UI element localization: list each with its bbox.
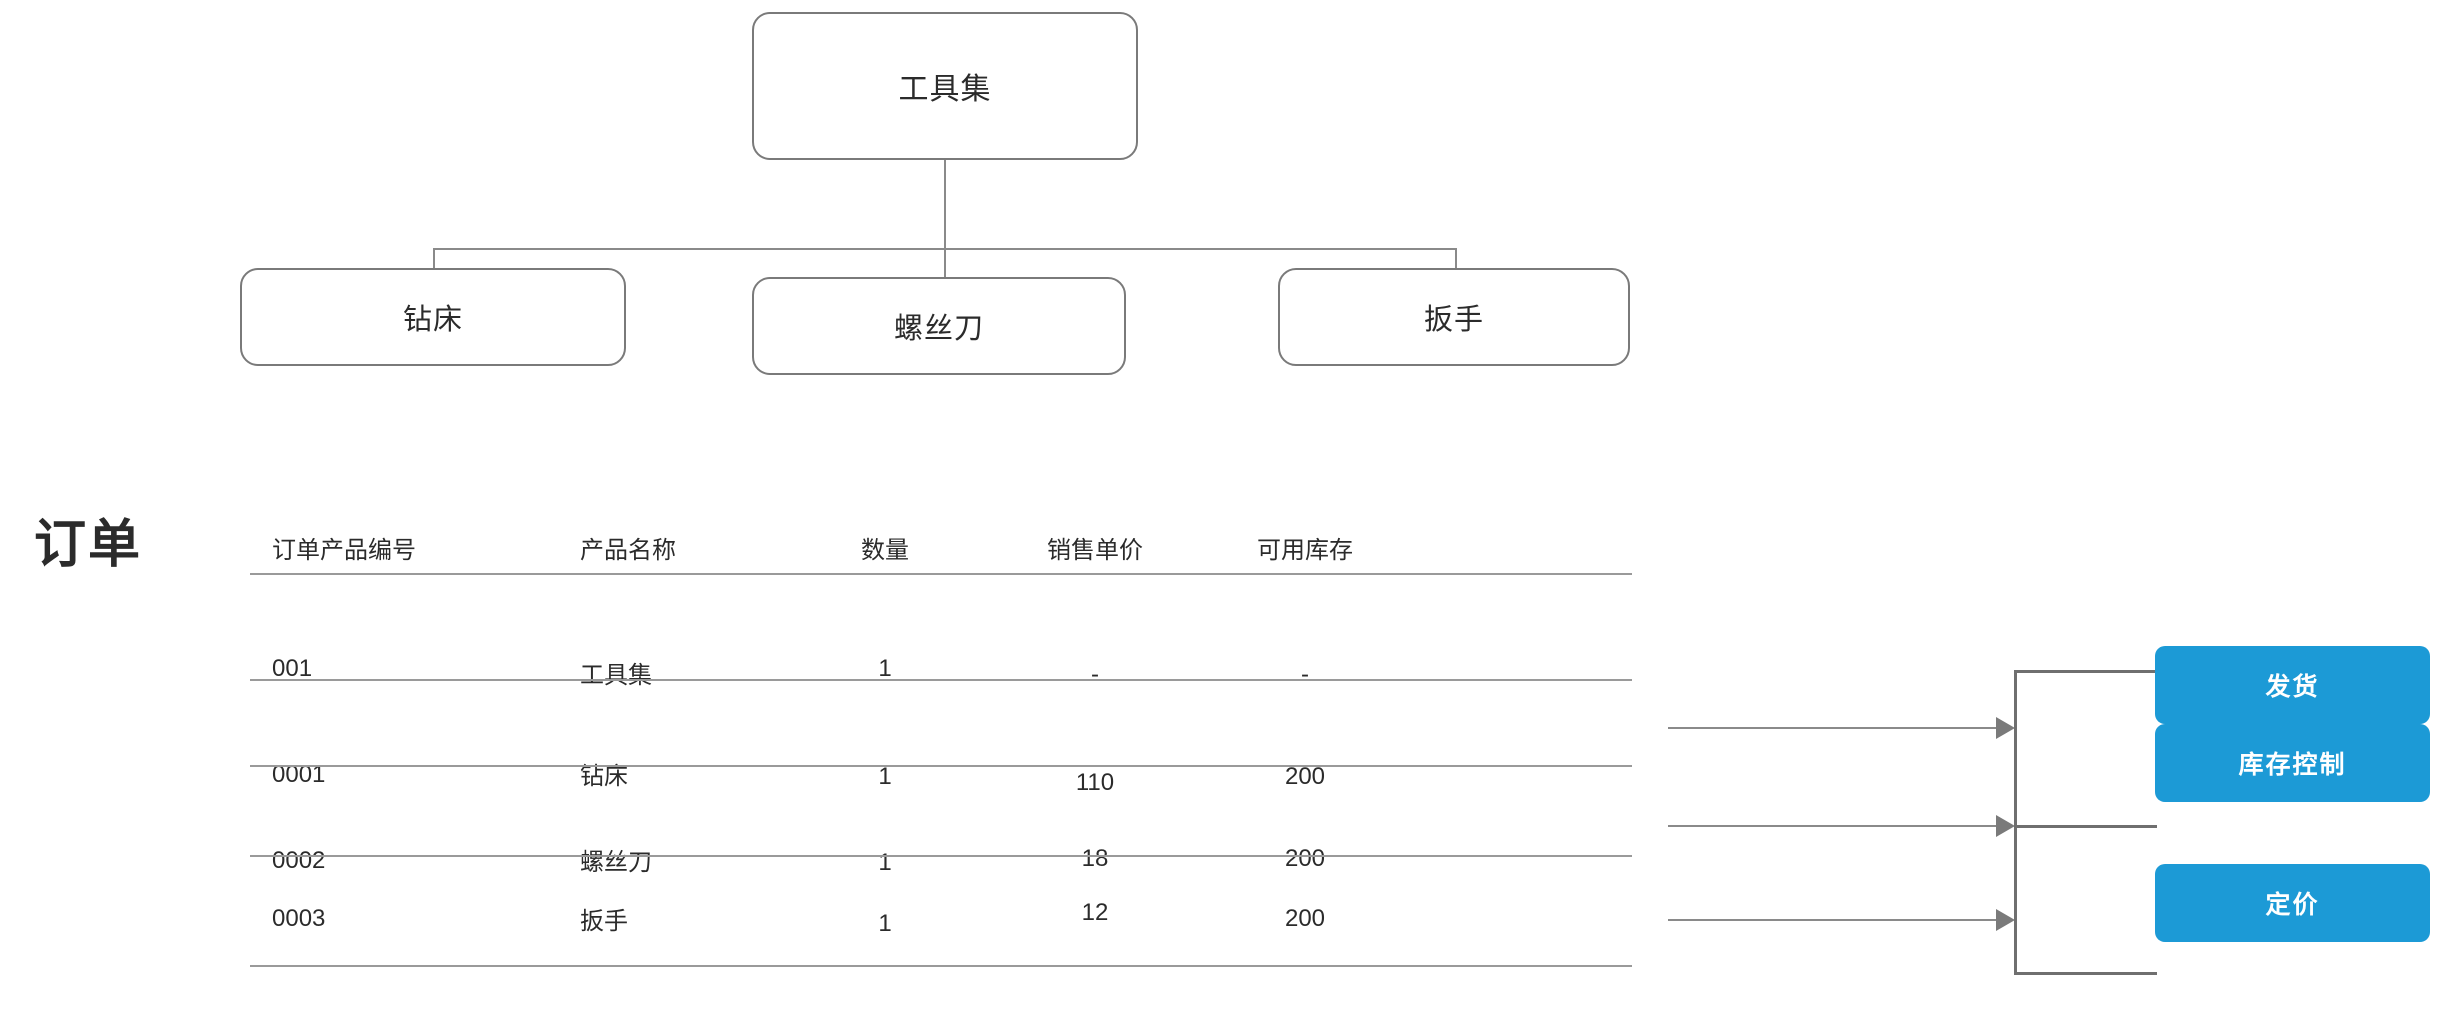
- cell-product-name: 扳手: [580, 908, 628, 935]
- flow-arrow-inventory-line: [1668, 825, 1998, 827]
- tree-connector-branch-right: [1455, 248, 1457, 270]
- cell-product-code: 001: [272, 655, 313, 682]
- tree-node-wrench[interactable]: 扳手: [1278, 268, 1630, 366]
- table-rule: [250, 765, 1632, 767]
- action-button-shipping-label: 发货: [2265, 673, 2320, 701]
- tree-node-drill-press[interactable]: 钻床: [240, 268, 626, 366]
- cell-quantity: 1: [878, 655, 892, 682]
- cell-unit-price: 12: [1081, 899, 1109, 926]
- flow-arrow-inventory-head: [1996, 815, 2015, 837]
- flow-arrow-shipping-head: [1996, 717, 2015, 739]
- table-rule: [250, 573, 1632, 575]
- table-header-row: 订单产品编号 产品名称 数量 销售单价 可用库存: [250, 510, 1632, 573]
- cell-product-name: 工具集: [580, 662, 652, 689]
- tree-connector-trunk: [944, 160, 946, 250]
- tree-node-drill-press-label: 钻床: [402, 304, 463, 336]
- action-button-pricing[interactable]: 定价: [2155, 864, 2430, 942]
- bracket-arm-shipping: [2014, 670, 2157, 673]
- flow-arrow-pricing-head: [1996, 909, 2015, 931]
- table-rule: [250, 679, 1632, 681]
- cell-unit-price: 18: [1081, 845, 1109, 872]
- bracket-spine: [2014, 670, 2017, 975]
- cell-available-stock: 200: [1284, 763, 1326, 790]
- flow-arrow-pricing-line: [1668, 919, 1998, 921]
- cell-product-name: 螺丝刀: [580, 849, 652, 876]
- action-button-inventory-control-label: 库存控制: [2238, 751, 2347, 779]
- column-header-unit-price: 销售单价: [1047, 537, 1143, 564]
- cell-quantity: 1: [878, 849, 892, 876]
- cell-unit-price: 110: [1075, 769, 1115, 796]
- column-header-product-name: 产品名称: [580, 537, 676, 564]
- action-button-inventory-control[interactable]: 库存控制: [2155, 724, 2430, 802]
- flow-arrow-shipping-line: [1668, 727, 1998, 729]
- column-header-available-stock: 可用库存: [1257, 537, 1353, 564]
- action-button-pricing-label: 定价: [2265, 891, 2320, 919]
- cell-unit-price: -: [1091, 661, 1099, 688]
- tree-node-screwdriver[interactable]: 螺丝刀: [752, 277, 1126, 375]
- action-button-shipping[interactable]: 发货: [2155, 646, 2430, 724]
- tree-node-screwdriver-label: 螺丝刀: [893, 313, 984, 345]
- cell-available-stock: 200: [1284, 845, 1326, 872]
- bracket-arm-pricing: [2014, 972, 2157, 975]
- table-rule: [250, 855, 1632, 857]
- table-rule: [250, 965, 1632, 967]
- tree-node-wrench-label: 扳手: [1423, 304, 1484, 336]
- bracket-arm-inventory: [2014, 825, 2157, 828]
- cell-available-stock: -: [1301, 661, 1309, 688]
- tree-node-root-label: 工具集: [898, 73, 992, 106]
- cell-product-code: 0003: [272, 905, 326, 932]
- order-table: 订单产品编号 产品名称 数量 销售单价 可用库存 001 工具集 1 - - 0…: [250, 510, 1632, 967]
- column-header-quantity: 数量: [861, 537, 909, 564]
- cell-quantity: 1: [878, 763, 892, 790]
- cell-available-stock: 200: [1284, 905, 1326, 932]
- cell-product-code: 0002: [272, 847, 326, 874]
- tree-node-root[interactable]: 工具集: [752, 12, 1138, 160]
- cell-quantity: 1: [878, 910, 892, 937]
- tree-connector-branch-left: [433, 248, 435, 270]
- order-section-title: 订单: [34, 516, 143, 574]
- tree-connector-branch-middle: [944, 248, 946, 279]
- column-header-product-code: 订单产品编号: [272, 537, 416, 564]
- cell-product-name: 钻床: [580, 763, 628, 790]
